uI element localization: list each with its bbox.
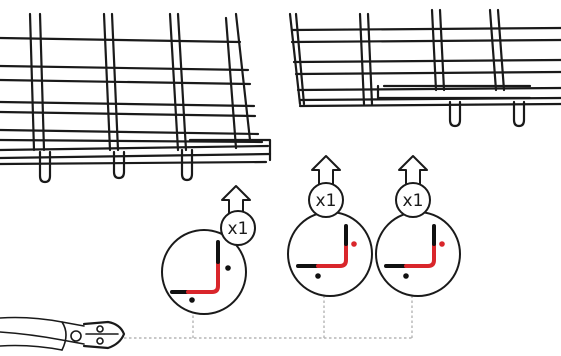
wire-detail-callout-1 [161, 229, 247, 315]
dish-rack-right [288, 8, 561, 128]
up-arrow-icon [221, 185, 251, 215]
quantity-label: x1 [228, 219, 249, 239]
quantity-badge-2: x1 [308, 182, 344, 218]
quantity-badge-1: x1 [220, 210, 256, 246]
wire-detail-callout-3 [375, 211, 461, 297]
quantity-badge-3: x1 [395, 182, 431, 218]
quantity-label: x1 [403, 191, 424, 211]
bolt-cutter-icon [0, 316, 126, 351]
wire-detail-callout-2 [287, 211, 373, 297]
dish-rack-left [0, 12, 272, 184]
quantity-label: x1 [316, 191, 337, 211]
up-arrow-icon [311, 155, 341, 185]
up-arrow-icon [398, 155, 428, 185]
